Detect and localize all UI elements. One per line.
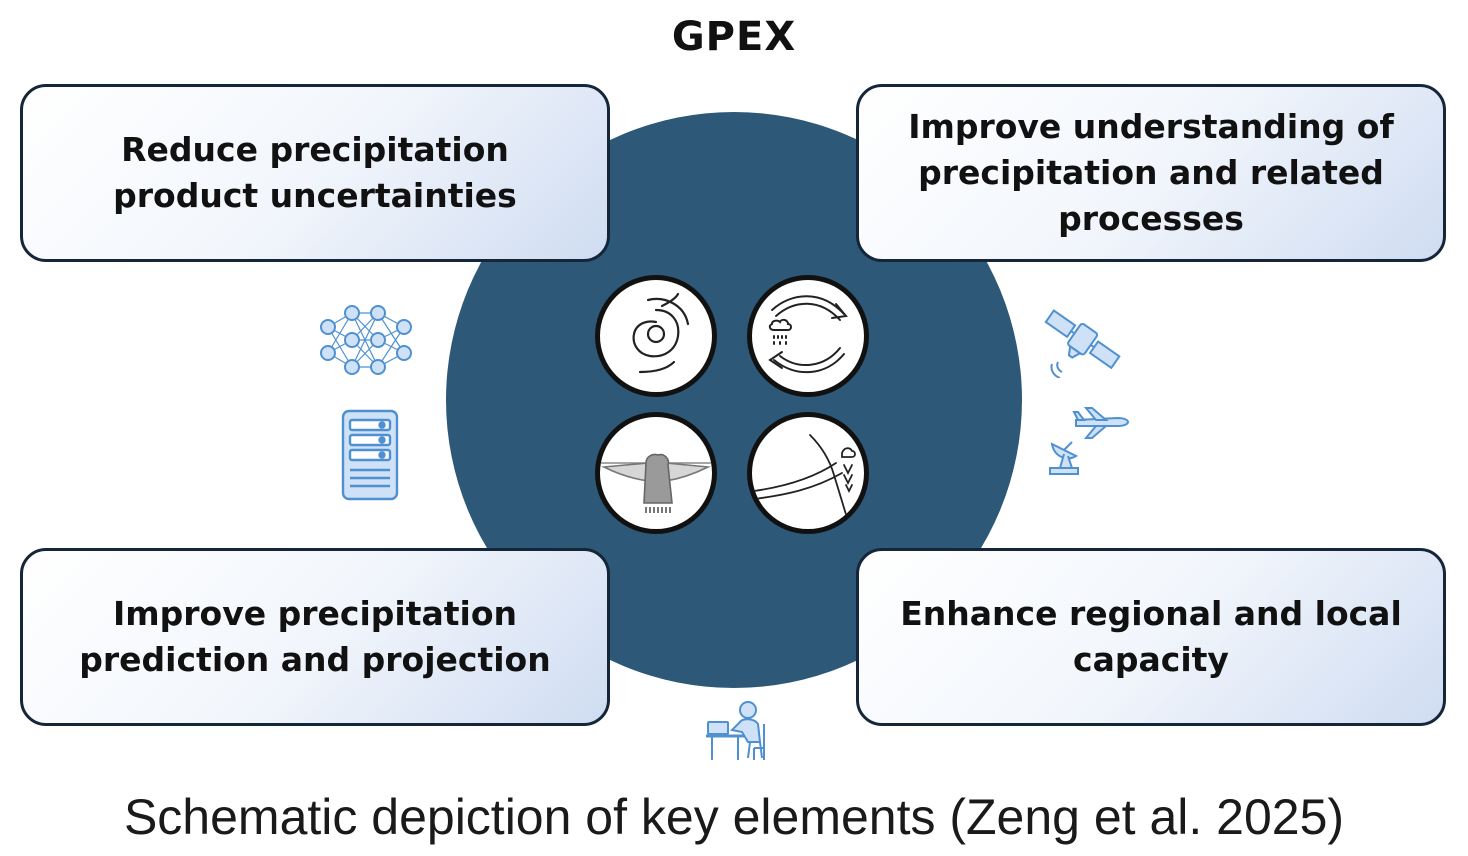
box-improve-prediction: Improve precipitation prediction and pro…: [20, 548, 610, 726]
storm-cloud-icon: [595, 412, 717, 534]
box-label: Improve understanding of precipitation a…: [908, 107, 1394, 238]
box-improve-understanding: Improve understanding of precipitation a…: [856, 84, 1446, 262]
box-enhance-capacity: Enhance regional and local capacity: [856, 548, 1446, 726]
server-icon: [340, 408, 400, 506]
box-label: Enhance regional and local capacity: [900, 594, 1402, 679]
neural-network-icon: [318, 305, 414, 379]
box-reduce-uncertainties: Reduce precipitation product uncertainti…: [20, 84, 610, 262]
figure-caption: Schematic depiction of key elements (Zen…: [123, 789, 1345, 845]
person-at-computer-icon: [704, 698, 778, 766]
diagram-title: GPEX: [671, 14, 797, 60]
box-label: Reduce precipitation product uncertainti…: [113, 130, 517, 215]
satellite-icon: [1040, 302, 1124, 382]
landscape-icon: [747, 412, 869, 534]
cyclone-icon: [595, 275, 717, 397]
radar-airplane-icon: [1046, 406, 1132, 480]
box-label: Improve precipitation prediction and pro…: [79, 594, 551, 679]
water-cycle-icon: [747, 275, 869, 397]
